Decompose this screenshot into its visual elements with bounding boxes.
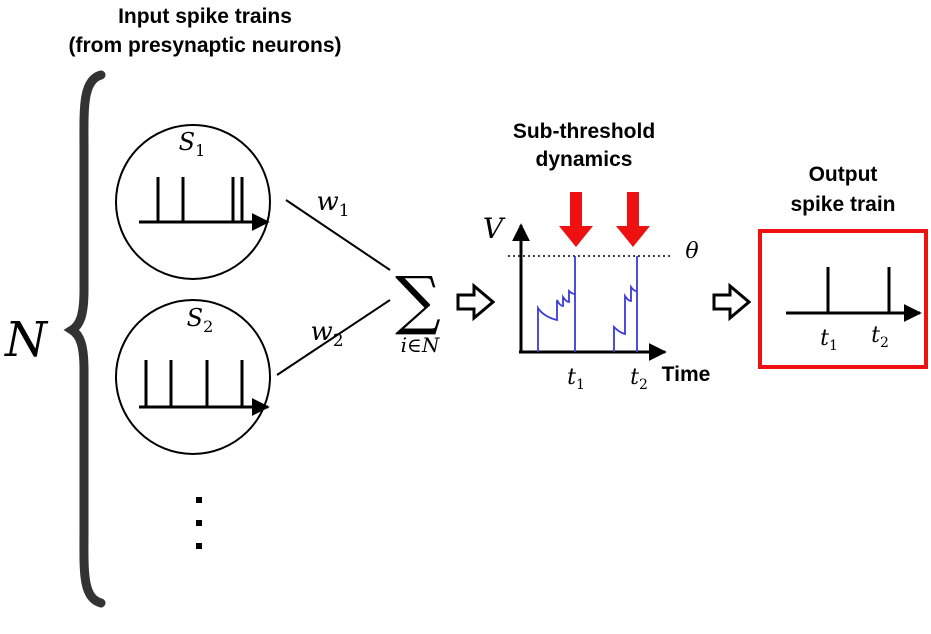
threshold-label: θ [685,239,698,264]
plot-t1-label: t1 [567,365,585,393]
membrane-potential-plot: V θ Time t1 t2 [483,212,710,393]
spike-event-arrow-2 [616,192,650,247]
spike-event-arrow-1 [559,192,593,247]
neuron-1-label: S1 [179,128,206,160]
neuron-2-label: S2 [187,304,214,336]
summation-symbol: ∑ [395,264,441,338]
output-title-line2: spike train [790,193,895,216]
presynaptic-neuron-2: S2 [115,297,271,455]
input-title-line2: (from presynaptic neurons) [68,34,341,57]
summation-subscript: i∈N [401,333,441,357]
more-neurons-ellipsis [196,497,202,549]
spike-train-2 [139,360,270,416]
x-axis-label: Time [662,363,711,386]
output-t1-label: t1 [820,326,838,354]
output-title-line1: Output [809,163,878,186]
output-t2-label: t2 [871,323,889,351]
population-size-label: N [4,312,49,368]
y-axis-label: V [483,212,506,245]
membrane-trace [537,256,638,352]
weight-2-label: w2 [310,317,343,351]
flow-arrow-2 [712,282,752,322]
flow-arrow-1 [456,282,496,322]
spike-train-1 [139,177,270,231]
subthreshold-title-line1: Sub-threshold [513,120,655,143]
subthreshold-title-line2: dynamics [536,148,633,171]
plot-t2-label: t2 [630,365,648,393]
synapse-line-2 [276,299,391,376]
presynaptic-neuron-1: S1 [115,124,271,280]
synapse-line-1 [285,199,391,271]
weight-1-label: w1 [316,187,349,221]
input-title-line1: Input spike trains [118,5,292,28]
population-brace [63,70,106,608]
output-spike-train-box: t1 t2 [758,229,928,369]
